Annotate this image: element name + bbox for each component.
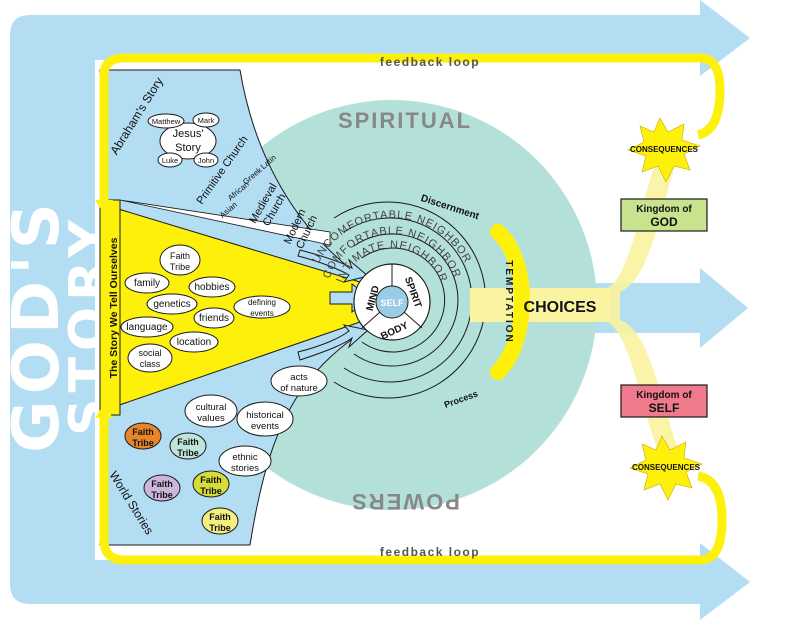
temptation-capsule <box>490 224 530 380</box>
language-label: language <box>126 322 168 333</box>
kingdom-of-self-box: Kingdom of SELF <box>620 384 708 418</box>
jesus-story-cluster: Jesus' Story Matthew Mark Luke John <box>147 112 220 168</box>
consequences-bottom: CONSEQUENCES <box>629 435 703 501</box>
feedback-loop-bottom <box>99 412 727 565</box>
temptation-label: TEMPTATION <box>503 260 514 344</box>
choices-label: CHOICES <box>524 299 597 316</box>
john-label: John <box>198 156 214 165</box>
consequences-top-label: CONSEQUENCES <box>630 145 699 154</box>
self-core <box>375 285 409 319</box>
consequences-bottom-label: CONSEQUENCES <box>632 463 701 472</box>
location-label: location <box>177 337 211 348</box>
hobbies-label: hobbies <box>194 282 229 293</box>
consequences-top: CONSEQUENCES <box>627 117 701 183</box>
feedback-loop-top <box>99 53 725 205</box>
jesus-story-line2: Story <box>175 142 201 154</box>
mark-label: Mark <box>198 116 215 125</box>
kingdom-self-line2: SELF <box>649 401 680 415</box>
powers-label: POWERS <box>350 489 460 514</box>
feedback-loop-top-label: feedback loop <box>380 55 480 69</box>
kingdom-god-line1: Kingdom of <box>636 204 692 215</box>
matthew-label: Matthew <box>152 117 181 126</box>
feedback-loop-bottom-label: feedback loop <box>380 545 480 559</box>
kingdom-god-line2: GOD <box>650 215 678 229</box>
kingdom-self-line1: Kingdom of <box>636 390 692 401</box>
starburst-icon <box>627 117 701 183</box>
gods-story-label: GOD'S STORY <box>0 197 119 453</box>
genetics-label: genetics <box>153 299 190 310</box>
family-label: family <box>134 278 160 289</box>
self-label: SELF <box>380 298 404 308</box>
gods-story-line1: GOD'S <box>0 197 74 453</box>
spiritual-label: SPIRITUAL <box>338 108 472 133</box>
luke-label: Luke <box>162 156 178 165</box>
jesus-story-line1: Jesus' <box>173 128 204 140</box>
starburst-icon <box>629 435 703 501</box>
kingdom-of-god-box: Kingdom of GOD <box>620 198 708 232</box>
story-we-tell-label: The Story We Tell Ourselves <box>108 237 120 378</box>
friends-label: friends <box>199 313 229 324</box>
